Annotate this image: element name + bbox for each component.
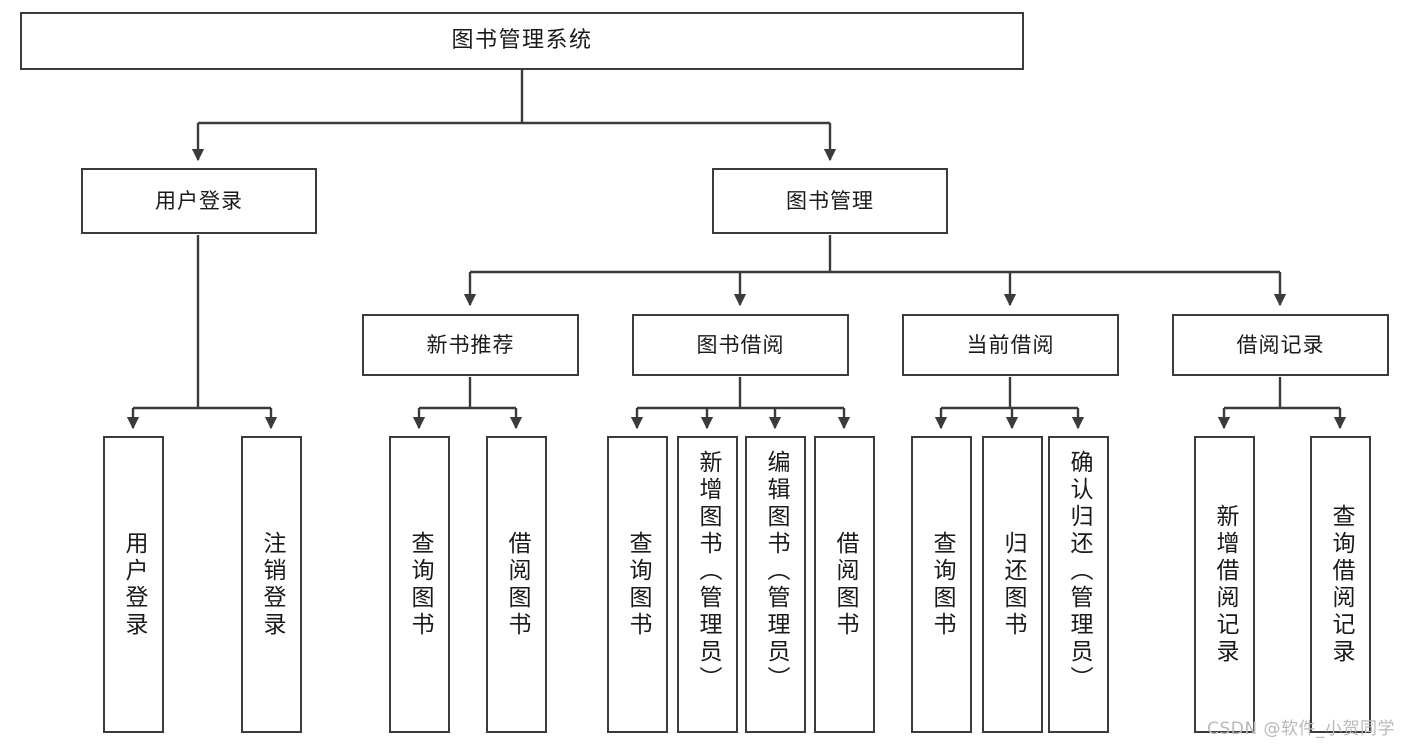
node-label: 当前借阅 [966,332,1055,357]
node-user-login[interactable]: 用户登录 [81,168,317,234]
node-label: 借阅图书 [504,530,530,639]
node-label: 新书推荐 [426,332,515,357]
watermark-text: CSDN @软件_小贺同学 [1207,719,1395,739]
node-label: 借阅图书 [832,530,858,639]
node-label: 图书管理系统 [451,28,593,54]
node-label: 用户登录 [155,188,243,213]
node-leaf-confirm-return[interactable]: 确认归还（管理员） [1048,436,1109,733]
node-leaf-query-book-borrow[interactable]: 查询图书 [607,436,668,733]
node-leaf-add-borrow-record[interactable]: 新增借阅记录 [1194,436,1255,733]
node-label: 编辑图书（管理员） [763,450,789,693]
node-label: 查询图书 [407,530,433,639]
node-current-borrow[interactable]: 当前借阅 [902,314,1119,376]
node-label: 借阅记录 [1236,332,1325,357]
node-label: 归还图书 [1000,530,1026,639]
node-label: 图书借阅 [696,332,785,357]
node-leaf-query-book-recommend[interactable]: 查询图书 [389,436,450,733]
node-leaf-edit-book[interactable]: 编辑图书（管理员） [745,436,806,733]
node-leaf-borrow-book-recommend[interactable]: 借阅图书 [486,436,547,733]
node-label: 新增借阅记录 [1212,503,1238,666]
node-label: 注销登录 [259,530,285,639]
node-leaf-add-book[interactable]: 新增图书（管理员） [677,436,738,733]
node-label: 查询图书 [625,530,651,639]
node-label: 用户登录 [121,530,147,639]
node-label: 查询借阅记录 [1328,503,1354,666]
node-label: 确认归还（管理员） [1066,450,1092,693]
node-label: 图书管理 [786,188,874,213]
node-label: 新增图书（管理员） [695,450,721,693]
node-leaf-borrow-book[interactable]: 借阅图书 [814,436,875,733]
node-leaf-query-book-current[interactable]: 查询图书 [911,436,972,733]
node-leaf-query-borrow-record[interactable]: 查询借阅记录 [1310,436,1371,733]
node-leaf-user-logout[interactable]: 注销登录 [241,436,302,733]
node-borrow-record[interactable]: 借阅记录 [1172,314,1389,376]
node-book-borrow[interactable]: 图书借阅 [632,314,849,376]
node-book-manage[interactable]: 图书管理 [712,168,948,234]
node-leaf-user-login[interactable]: 用户登录 [103,436,164,733]
node-root-book-management-system[interactable]: 图书管理系统 [20,12,1024,70]
node-leaf-return-book[interactable]: 归还图书 [982,436,1043,733]
node-label: 查询图书 [929,530,955,639]
node-new-book-recommend[interactable]: 新书推荐 [362,314,579,376]
